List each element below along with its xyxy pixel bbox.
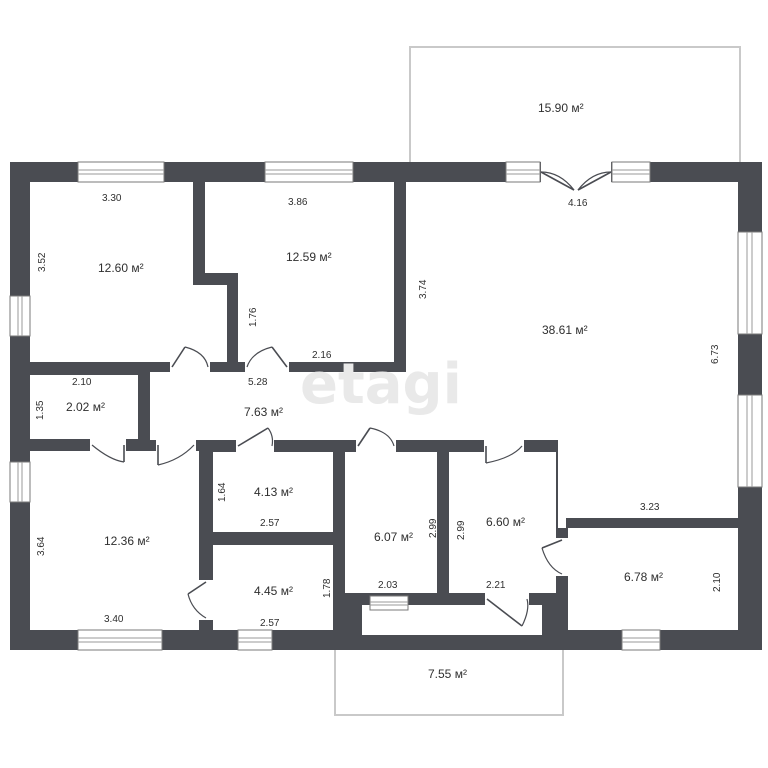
- dimension-label: 2.16: [312, 350, 332, 361]
- room-area-label: 2.02 м²: [66, 400, 105, 414]
- room-floors: [30, 182, 738, 635]
- dimension-label: 1.35: [35, 400, 46, 420]
- dimension-label: 5.28: [248, 377, 268, 388]
- dimension-label: 3.23: [640, 502, 660, 513]
- room-area-label: 6.07 м²: [374, 530, 413, 544]
- room-area-label: 6.60 м²: [486, 515, 525, 529]
- dimension-label: 2.57: [260, 618, 280, 629]
- room-area-label: 6.78 м²: [624, 570, 663, 584]
- dimension-label: 3.52: [37, 252, 48, 272]
- dimension-label: 1.78: [322, 578, 333, 598]
- room-area-label: 7.55 м²: [428, 667, 467, 681]
- dimension-label: 4.16: [568, 198, 588, 209]
- doors: [90, 162, 612, 627]
- dimension-label: 3.86: [288, 197, 308, 208]
- dimension-label: 1.64: [217, 482, 228, 502]
- dimension-label: 2.99: [456, 520, 467, 540]
- room-area-label: 15.90 м²: [538, 101, 584, 115]
- dimension-label: 3.64: [36, 536, 47, 556]
- dimension-label: 1.76: [248, 307, 259, 327]
- room-area-label: 12.60 м²: [98, 261, 144, 275]
- room-area-label: 4.13 м²: [254, 485, 293, 499]
- room-area-label: 4.45 м²: [254, 584, 293, 598]
- dimension-label: 3.74: [418, 279, 429, 299]
- dimension-label: 2.21: [486, 580, 506, 591]
- dimension-label: 3.40: [104, 614, 124, 625]
- dimension-label: 2.57: [260, 518, 280, 529]
- room-area-label: 12.59 м²: [286, 250, 332, 264]
- dimension-label: 2.03: [378, 580, 398, 591]
- room-labels: 15.90 м² 12.60 м² 12.59 м² 38.61 м² 2.02…: [66, 101, 663, 681]
- room-area-label: 38.61 м²: [542, 323, 588, 337]
- dimension-label: 2.10: [72, 377, 92, 388]
- dimension-label: 3.30: [102, 193, 122, 204]
- dimension-label: 6.73: [710, 344, 721, 364]
- room-area-label: 12.36 м²: [104, 534, 150, 548]
- room-area-label: 7.63 м²: [244, 405, 283, 419]
- dimension-label: 2.10: [712, 572, 723, 592]
- dimension-labels: 3.30 3.52 3.86 1.76 2.16 3.74 4.16 6.73 …: [35, 193, 723, 629]
- dimension-label: 2.99: [428, 518, 439, 538]
- windows: [9, 161, 763, 651]
- watermark: etagi: [300, 352, 462, 417]
